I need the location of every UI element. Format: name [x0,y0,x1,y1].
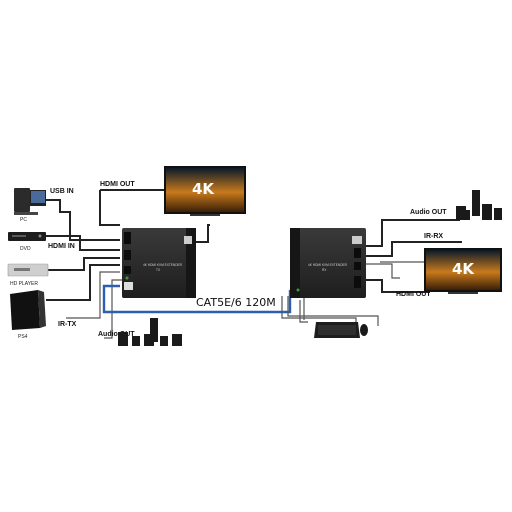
tv-right: 4K [424,248,502,294]
hd-player-device: HD PLAYER [7,263,49,287]
hdmi-in-label: HDMI IN [48,243,75,250]
cat-cable-label: CAT5E/6 120M [196,296,276,309]
hdmi-out-right-label: HDMI OUT [396,291,431,298]
ps4-label: PS4 [18,334,28,340]
usb-in-label: USB IN [50,188,74,195]
tv-top: 4K [164,166,246,216]
tx-line1: 4K HDMI KVM EXTENDER [143,263,183,267]
pc-device: PC [14,188,46,223]
rx-line2: RX [322,268,327,272]
tx-line2: TX [156,268,161,272]
mouse [360,324,368,336]
speakers-left [118,318,182,346]
ir-tx-label: IR-TX [58,321,77,328]
hd-player-label: HD PLAYER [10,281,38,287]
ps4-device: PS4 [10,290,46,340]
tx-extender: 4K HDMI KVM EXTENDER TX [122,228,196,298]
rx-line1: 4K HDMI KVM EXTENDER [308,263,348,267]
pc-label: PC [20,217,27,223]
cables [46,189,462,339]
audio-out-right-label: Audio OUT [410,209,447,216]
tv-top-4k: 4K [192,180,215,198]
dvd-label: DVD [20,246,31,252]
audio-out-left-label: Audio OUT [98,331,135,338]
tv-right-4k: 4K [452,260,475,278]
dvd-device: DVD [8,232,46,252]
rx-extender: 4K HDMI KVM EXTENDER RX [290,228,366,298]
speakers-right [456,190,502,220]
keyboard [314,322,360,338]
hdmi-out-top-label: HDMI OUT [100,181,135,188]
ir-rx-label: IR-RX [424,233,443,240]
